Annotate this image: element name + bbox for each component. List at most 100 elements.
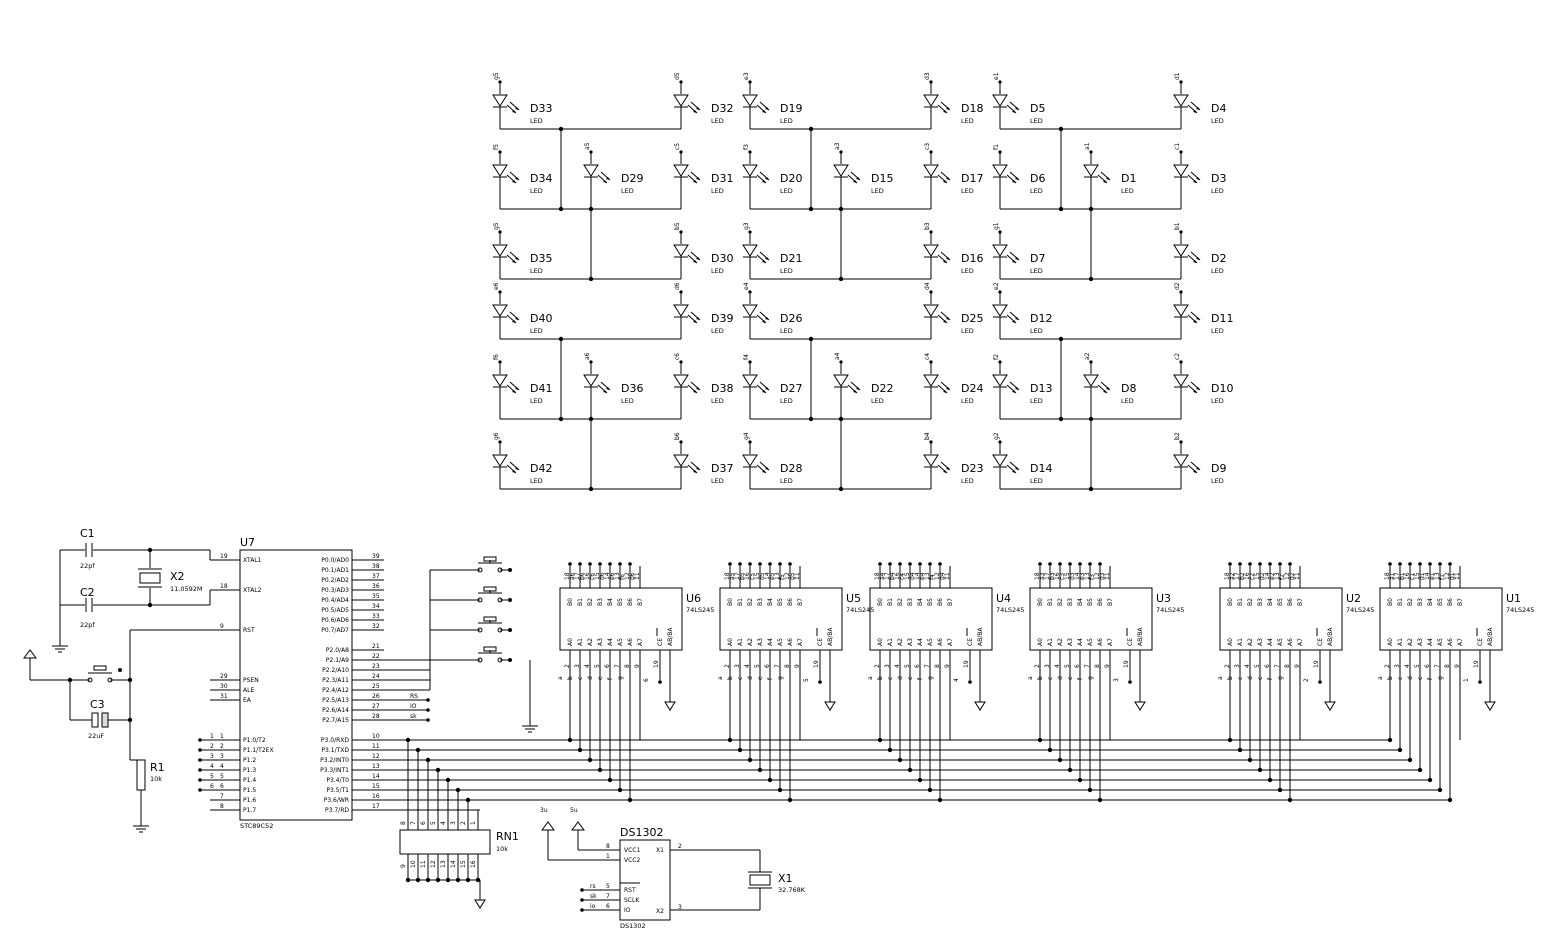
switch-cap: [483, 556, 497, 562]
led-arrowhead: [946, 467, 950, 470]
buffer-a-pin-name: A6: [1447, 638, 1454, 646]
led-value-label: LED: [1030, 267, 1043, 275]
buffer-b-pin-number: 12: [934, 572, 941, 580]
led-arrowhead: [946, 257, 950, 260]
led-arrowhead: [943, 320, 947, 323]
led-ref-label: D1: [1121, 172, 1136, 185]
led-triangle: [923, 454, 939, 467]
reset-switch-pin-end: [118, 668, 122, 672]
buffer-ce-pin-name: CE: [1477, 638, 1484, 646]
buffer-a-pin-name: A5: [777, 638, 784, 646]
ds1302-body: [619, 839, 671, 921]
led-ref-label: D16: [961, 252, 983, 265]
rn1-top-pin-number: 5: [430, 821, 437, 825]
rn1-top-pin-number: 4: [440, 821, 447, 825]
buffer-a-net-label: f: [917, 677, 924, 680]
led-triangle: [742, 244, 758, 257]
buffer-b-pin-number: 13: [1434, 572, 1441, 580]
led-triangle: [1173, 454, 1189, 467]
mcu-p1-outer-number: 3: [210, 753, 214, 760]
buffer-a-net-label: a: [867, 676, 874, 680]
led-arrowhead: [1015, 107, 1019, 110]
led-pin-dot: [998, 80, 1002, 84]
mcu-left-pin-name: EA: [243, 697, 252, 704]
led-arrowhead: [1193, 320, 1197, 323]
buffer-a-pin-number: 5: [754, 664, 761, 668]
buffer-a-pin-number: 8: [934, 664, 941, 668]
led-value-label: LED: [530, 187, 543, 195]
buffer-ref-label: U4: [996, 592, 1011, 605]
buffer-b-net-label: e1: [1429, 572, 1436, 580]
buffer-a-pin-name: A3: [1257, 638, 1264, 646]
led-arrowhead: [946, 387, 950, 390]
led-ref-label: D21: [780, 252, 802, 265]
buffer-a-pin-name: A1: [1237, 638, 1244, 646]
junction-dot: [1058, 336, 1064, 342]
junction-dot: [838, 416, 844, 422]
led-net-label: d6: [674, 282, 681, 290]
buffer-ce-pin-end: [968, 680, 972, 684]
rn1-bottom-pin-number: 16: [470, 860, 477, 868]
mcu-right-pin-name: P3.6/WR: [324, 797, 349, 804]
mcu-left-pin-number: 30: [220, 683, 228, 690]
buffer-b-pin-name: B7: [947, 598, 954, 606]
buffer-value-label: 74LS245: [1506, 606, 1534, 614]
led-pin-dot: [498, 360, 502, 364]
led-triangle: [992, 374, 1008, 387]
buffer-a-pin-number: 7: [614, 664, 621, 668]
buffer-a-pin-name: A4: [1077, 638, 1084, 646]
buffer-b-pin-end: [888, 562, 892, 566]
buffer-b-pin-name: B4: [917, 598, 924, 606]
buffer-a-net-label: d: [747, 676, 754, 680]
buffer-a-pin-name: A5: [1277, 638, 1284, 646]
buffer-a-pin-name: A0: [567, 638, 574, 646]
mcu-p2-net-label: sk: [410, 713, 417, 720]
buffer-b-net-label: g4: [939, 572, 946, 580]
buffer-b-pin-name: B3: [1257, 598, 1264, 606]
c1-value-label: 22pf: [80, 562, 95, 570]
led-triangle: [923, 304, 939, 317]
buffer-b-pin-end: [1058, 562, 1062, 566]
buffer-a-pin-name: A3: [757, 638, 764, 646]
led-ref-label: D12: [1030, 312, 1052, 325]
x1-ref-label: X1: [778, 872, 793, 885]
led-net-label: c2: [1174, 353, 1181, 360]
junction-dot: [588, 486, 594, 492]
buffer-b-pin-end: [1248, 562, 1252, 566]
buffer-body: [1219, 587, 1343, 651]
led-triangle: [673, 374, 689, 387]
buffer-b-pin-end: [1048, 562, 1052, 566]
buffer-b-pin-name: B2: [1057, 598, 1064, 606]
led-value-label: LED: [1121, 397, 1134, 405]
mcu-right-pin-number: 13: [372, 763, 380, 770]
buffer-b-pin-number: 13: [774, 572, 781, 580]
led-arrowhead: [1015, 177, 1019, 180]
led-arrowhead: [1196, 107, 1200, 110]
led-ref-label: D20: [780, 172, 802, 185]
led-pin-dot: [1179, 80, 1183, 84]
buffer-a-net-label: c: [737, 677, 744, 680]
buffer-b-pin-end: [568, 562, 572, 566]
led-value-label: LED: [780, 397, 793, 405]
buffer-b-pin-name: B4: [767, 598, 774, 606]
led-pin-dot: [1179, 440, 1183, 444]
buffer-b-pin-number: 12: [1444, 572, 1451, 580]
buffer-b-pin-number: 13: [614, 572, 621, 580]
rn1-top-pin-number: 3: [450, 821, 457, 825]
ds1302-value-label: DS1302: [620, 922, 646, 930]
buffer-a-net-label: g: [927, 676, 934, 680]
buffer-a-pin-name: A6: [787, 638, 794, 646]
junction-dot: [838, 276, 844, 282]
led-net-label: b1: [1174, 222, 1181, 230]
buffer-a-pin-number: 2: [724, 664, 731, 668]
led-arrowhead: [765, 317, 769, 320]
led-ref-label: D32: [711, 102, 733, 115]
led-arrowhead: [606, 387, 610, 390]
led-ref-label: D26: [780, 312, 802, 325]
led-ref-label: D22: [871, 382, 893, 395]
mcu-right-pin-number: 33: [372, 613, 380, 620]
mcu-right-pin-number: 21: [372, 643, 380, 650]
